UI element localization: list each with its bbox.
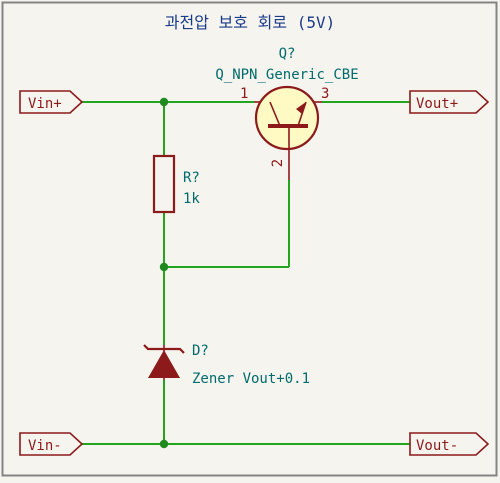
port-label: Vin+ bbox=[28, 96, 62, 112]
port-vout-plus: Vout+ bbox=[409, 90, 490, 114]
resistor-body bbox=[152, 154, 176, 214]
pin-number-emitter: 3 bbox=[321, 86, 329, 102]
diode-triangle bbox=[148, 350, 180, 378]
pin-number-collector: 1 bbox=[240, 86, 248, 102]
resistor-ref: R? bbox=[183, 170, 200, 186]
sheet-frame bbox=[1, 1, 498, 477]
transistor-ref: Q? bbox=[279, 46, 296, 62]
diode-value: Zener Vout+0.1 bbox=[192, 371, 310, 387]
port-label: Vin- bbox=[28, 438, 62, 454]
port-vin-minus: Vin- bbox=[19, 432, 84, 456]
port-label: Vout- bbox=[416, 438, 458, 454]
junctions bbox=[159, 97, 169, 449]
diagram-title: 과전압 보호 회로 (5V) bbox=[165, 13, 335, 32]
junction-dot bbox=[159, 262, 169, 272]
zener-cathode-bar bbox=[143, 344, 185, 354]
port-label: Vout+ bbox=[416, 96, 458, 112]
diode-ref: D? bbox=[192, 343, 209, 359]
resistor-symbol bbox=[152, 154, 176, 214]
transistor-body bbox=[254, 85, 320, 151]
junction-dot bbox=[159, 439, 169, 449]
junction-dot bbox=[159, 97, 169, 107]
zener-diode-symbol bbox=[143, 344, 185, 380]
wires bbox=[82, 101, 410, 445]
port-vout-minus: Vout- bbox=[409, 432, 490, 456]
pin-number-base: 2 bbox=[270, 159, 286, 167]
transistor-value: Q_NPN_Generic_CBE bbox=[215, 67, 358, 83]
emitter-arrow-icon bbox=[296, 102, 306, 114]
resistor-value: 1k bbox=[183, 191, 200, 207]
npn-transistor-symbol bbox=[254, 85, 322, 180]
port-vin-plus: Vin+ bbox=[19, 90, 84, 114]
